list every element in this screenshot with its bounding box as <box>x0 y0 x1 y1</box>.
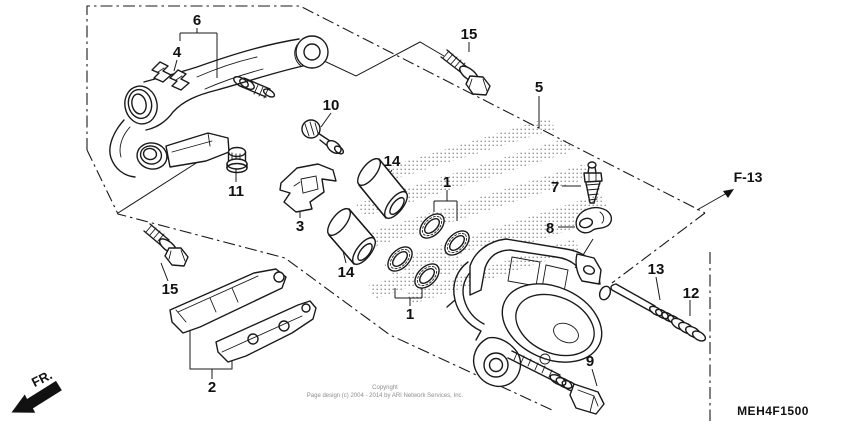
bracket-arm-part6 <box>109 35 329 178</box>
caliper-body <box>446 238 612 388</box>
pin-boot-part12 <box>671 317 707 342</box>
frame-ref-f13[interactable]: F-13 <box>696 169 763 211</box>
copyright-line1: Copyright <box>372 385 398 391</box>
pad-spring-part3 <box>279 163 337 213</box>
piston-seals-part1 <box>387 213 470 289</box>
phantom-hatching <box>356 118 607 304</box>
f13-label[interactable]: F-13 <box>734 169 763 185</box>
callout-12[interactable]: 12 <box>683 285 700 302</box>
callout-6[interactable]: 6 <box>193 12 201 29</box>
pad-clips-part4 <box>151 61 190 91</box>
callout-5[interactable]: 5 <box>535 79 543 96</box>
stopper-bolt-part10 <box>301 119 345 155</box>
piston-part14-upper <box>357 157 408 220</box>
assembly-boundary-lines <box>86 5 711 421</box>
callout-1-upper[interactable]: 1 <box>443 174 451 191</box>
seal-ring <box>419 213 445 239</box>
mount-bolt-part15-top <box>440 49 491 96</box>
footer-texts: Copyright Page design (c) 2004 - 2014 by… <box>307 385 809 418</box>
piston-part14-lower <box>327 207 376 266</box>
callout-8[interactable]: 8 <box>546 220 554 237</box>
fiche-code: MEH4F1500 <box>737 404 809 418</box>
bracket-pivot-pin <box>233 76 276 99</box>
callout-14-upper[interactable]: 14 <box>384 153 401 170</box>
callout-3[interactable]: 3 <box>296 218 304 235</box>
hose-joint-part8 <box>575 206 613 234</box>
part-callouts: 6 4 15 10 11 3 14 1 14 1 15 2 5 7 8 13 1… <box>162 12 700 396</box>
callout-1-lower[interactable]: 1 <box>406 306 414 323</box>
callout-11[interactable]: 11 <box>228 183 244 200</box>
callout-4[interactable]: 4 <box>173 44 182 61</box>
callout-14-lower[interactable]: 14 <box>338 264 355 281</box>
boundary-top <box>86 5 706 214</box>
stopper-nut-part11 <box>226 146 248 174</box>
f13-arrowhead <box>723 189 734 198</box>
front-direction-marker: FR. <box>11 367 62 413</box>
boundary-to-caliper <box>611 212 706 284</box>
bleeder-valve-part7 <box>583 161 603 204</box>
seal-ring <box>414 263 440 289</box>
pin-bolt-part9 <box>507 350 605 415</box>
seal-ring <box>387 246 413 272</box>
callout-10[interactable]: 10 <box>323 97 340 114</box>
boundary-bottom <box>86 149 553 411</box>
brake-pads-part2 <box>169 268 317 363</box>
callout-15-top[interactable]: 15 <box>461 26 478 43</box>
callout-2[interactable]: 2 <box>208 379 216 396</box>
fr-arrow <box>11 380 62 413</box>
callout-15-left[interactable]: 15 <box>162 281 179 298</box>
leader-lines <box>117 28 691 387</box>
mount-bolt-part15-left <box>143 223 189 267</box>
callout-13[interactable]: 13 <box>648 261 665 278</box>
copyright-line2: Page design (c) 2004 - 2014 by ARI Netwo… <box>307 393 464 399</box>
callout-9[interactable]: 9 <box>586 353 594 370</box>
callout-7[interactable]: 7 <box>551 179 559 196</box>
seal-ring <box>444 230 470 256</box>
